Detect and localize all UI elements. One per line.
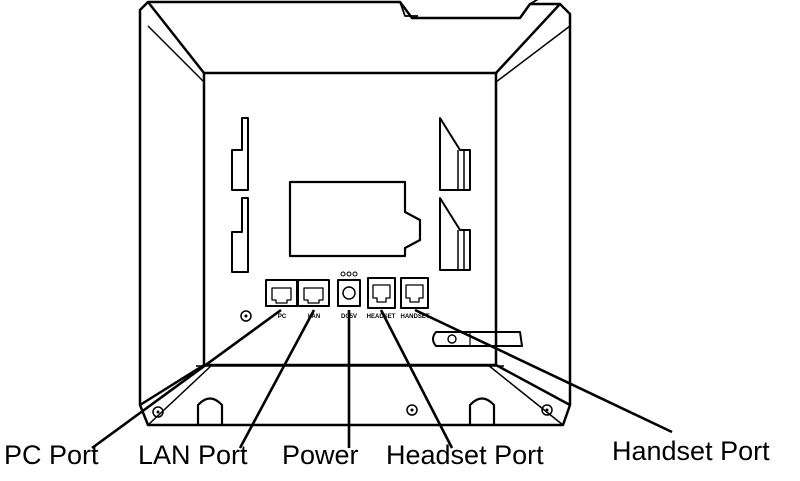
top-right-tab	[529, 0, 539, 5]
power-jack	[337, 279, 361, 307]
polarity-dot-center	[346, 271, 352, 277]
bevel-line-br2	[487, 364, 564, 426]
handset-port	[400, 277, 429, 309]
headset-port-callout: Headset Port	[386, 440, 544, 470]
handset-port-jack	[405, 284, 424, 303]
pc-port-marking: PC	[278, 314, 287, 320]
leader-line-pc-port	[91, 308, 282, 450]
bevel-line-tr	[495, 3, 561, 74]
screw-bottom-left	[152, 406, 164, 418]
top-notch	[399, 1, 418, 17]
bevel-line-tl	[147, 1, 205, 74]
leader-line-headset-port	[379, 309, 454, 449]
bevel-line-bl	[139, 363, 205, 407]
foot-right	[468, 397, 496, 425]
bevel-line-bl2	[147, 364, 213, 426]
polarity-dot-left	[340, 271, 346, 277]
lan-port-callout: LAN Port	[138, 440, 248, 470]
headset-port-marking: HEADSET	[367, 314, 396, 320]
bevel-line-tr2	[495, 25, 571, 83]
power-jack-hole	[342, 286, 356, 300]
power-callout: Power	[282, 440, 359, 470]
headset-port-jack	[372, 284, 391, 303]
leader-line-lan-port	[238, 309, 316, 449]
screw-bottom-center	[406, 404, 418, 416]
right-hook-upper	[439, 117, 471, 191]
screw-bottom-right	[541, 404, 553, 416]
left-hook-upper	[231, 117, 249, 191]
leader-line-handset-port	[414, 308, 673, 434]
handset-port-marking: HANDSET	[400, 314, 429, 320]
headset-port	[367, 277, 396, 309]
bevel-line-br	[495, 363, 571, 407]
cable-clip-hole	[447, 334, 457, 344]
handset-port-callout: Handset Port	[612, 436, 770, 466]
polarity-dot-right	[352, 271, 358, 277]
pc-port-jack	[271, 287, 292, 304]
label-recess	[288, 180, 422, 258]
right-hook-lower	[439, 197, 471, 271]
pc-port-callout: PC Port	[4, 440, 99, 470]
screw-inner-left	[240, 310, 252, 322]
left-hook-lower	[231, 197, 249, 273]
lan-port-marking: LAN	[308, 314, 320, 320]
lan-port	[297, 279, 330, 307]
cable-clip	[432, 331, 523, 347]
lan-port-jack	[303, 287, 324, 304]
bevel-line-tl2	[147, 25, 205, 83]
foot-left	[196, 397, 224, 425]
